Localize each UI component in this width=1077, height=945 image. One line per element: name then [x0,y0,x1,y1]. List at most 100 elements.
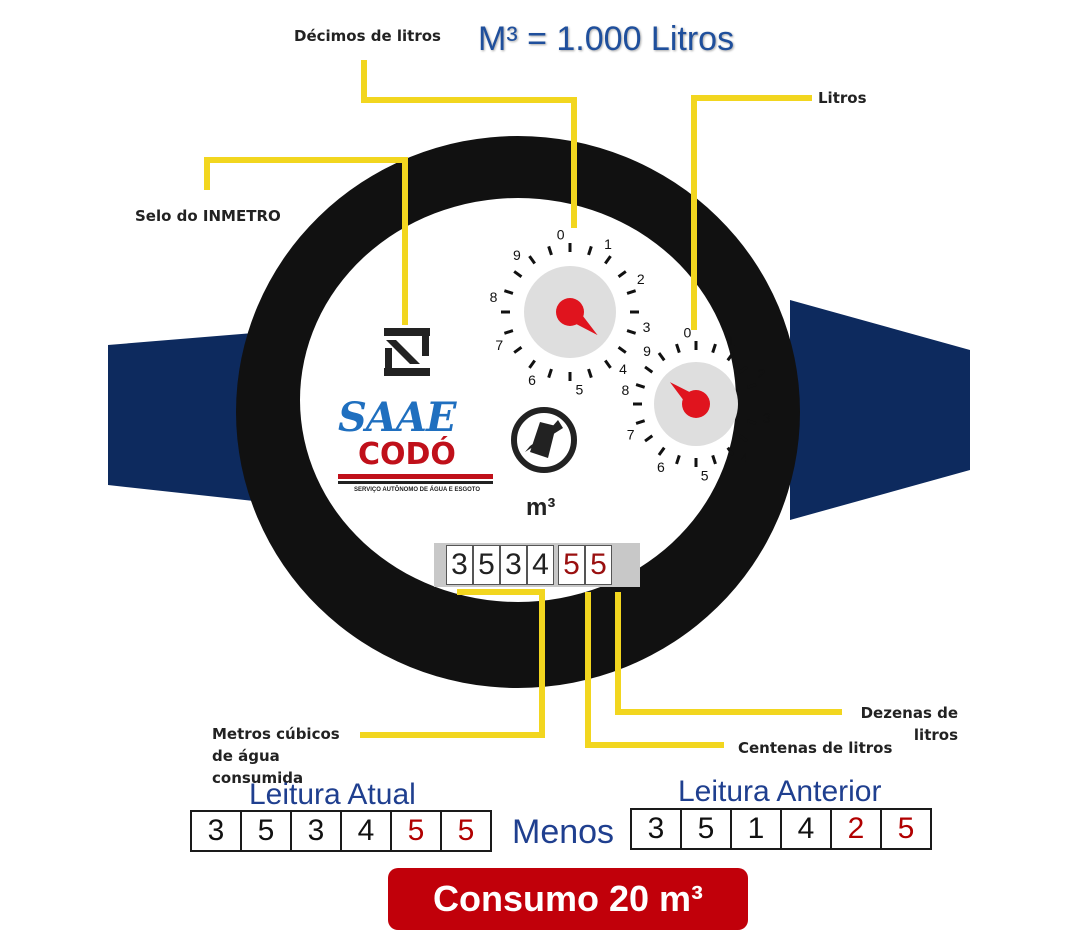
dial-pointer [669,382,702,411]
reading-digit: 5 [240,810,292,852]
counter-digit: 5 [558,545,585,585]
dial-tick [617,346,627,354]
label-metros-cubicos: Metros cúbicos de água consumida [212,725,340,787]
dial-number: 4 [619,361,627,377]
reading-digit: 4 [340,810,392,852]
dial-number: 6 [657,459,665,475]
leader-litros [691,95,812,330]
dial-tick [657,446,666,456]
dial-tick [711,454,717,465]
reading-digit: 3 [290,810,342,852]
logo-subtitle: SERVIÇO AUTÔNOMO DE ÁGUA E ESGOTO [354,487,481,493]
leader-metros [360,589,545,738]
dial-number: 3 [643,319,651,335]
dial-tick [626,329,637,335]
dial-tick [726,352,735,362]
reading-digit: 4 [780,808,832,850]
label-decimos-de-litros: Décimos de litros [294,27,441,45]
reading-digit: 5 [880,808,932,850]
counter-digit: 5 [585,545,612,585]
dial-tick [503,289,514,295]
dial-tick [746,419,757,425]
leader-decimos [361,60,577,228]
leader-centenas [585,592,724,748]
dial-tick [635,419,646,425]
counter-digit: 3 [500,545,527,585]
leader-selo [204,157,408,325]
reading-digit: 3 [630,808,682,850]
dial-tick [726,446,735,456]
dial-tick [513,270,523,278]
label-centenas-de-litros: Centenas de litros [738,739,893,757]
dial-tick [626,289,637,295]
dial-pointer [564,305,598,336]
counter-digit: 5 [473,545,500,585]
dial-tick [528,255,536,265]
dial-number: 7 [495,337,503,353]
dial-litros: 0 1 2 3 4 5 6 7 8 9 [621,325,770,484]
dial-tick [711,343,717,354]
dial-number: 2 [757,366,765,382]
logo-stripe [338,474,493,479]
dial-tick [587,245,593,256]
reading-digit: 1 [730,808,782,850]
consumo-badge: Consumo 20 m³ [388,868,748,930]
label-litros: Litros [818,89,867,107]
dial-number: 8 [490,289,498,305]
dial-tick [528,359,536,369]
dial-number: 2 [637,271,645,287]
dial-number: 1 [727,333,735,349]
dial-number: 5 [701,467,709,483]
reading-digit: 5 [680,808,732,850]
page-title: M³ = 1.000 Litros [478,20,735,58]
leitura-anterior-title: Leitura Anterior [678,775,882,808]
dial-number: 7 [627,426,635,442]
reading-digit: 2 [830,808,882,850]
dial-tick [657,352,666,362]
dial-tick [547,368,553,379]
dial-number: 9 [513,247,521,263]
logo-text-codo: CODÓ [358,437,456,472]
dial-number: 1 [604,236,612,252]
dial-tick [513,346,523,354]
rotor-indicator-icon [511,407,577,473]
dial-tick [617,270,627,278]
dial-tick [604,255,612,265]
menos-label: Menos [512,813,615,851]
label-dezenas-de-litros: Dezenas de litros [860,704,958,744]
leitura-atual-title: Leitura Atual [249,778,416,811]
reading-digit: 3 [190,810,242,852]
dial-tick [587,368,593,379]
leader-dezenas [615,592,842,715]
dial-tick [738,365,748,374]
dial-decimos-de-litros: 0 1 2 3 4 5 6 7 8 9 [490,227,651,398]
dial-tick [738,434,748,443]
dial-tick [675,343,681,354]
dial-number: 0 [683,325,691,341]
meter-right-band [790,300,970,520]
dial-tick [635,383,646,389]
dial-number: 4 [741,449,749,465]
counter-digit: 3 [446,545,473,585]
saae-logo: SAAE CODÓ SERVIÇO AUTÔNOMO DE ÁGUA E ESG… [338,398,493,508]
dial-number: 9 [643,343,651,359]
counter-digit: 4 [527,545,554,585]
dial-number: 0 [557,227,565,243]
unit-label: m³ [526,494,556,521]
dial-number: 6 [528,372,536,388]
inmetro-seal-icon [384,328,430,376]
dial-number: 3 [763,410,771,426]
dial-number: 5 [575,381,583,397]
dial-tick [746,383,757,389]
meter-face [300,198,736,602]
label-selo-inmetro: Selo do INMETRO [135,207,281,225]
dial-tick [675,454,681,465]
dial-number: 8 [621,382,629,398]
dial-tick [604,359,612,369]
dial-tick [503,329,514,335]
reading-digit: 5 [440,810,492,852]
